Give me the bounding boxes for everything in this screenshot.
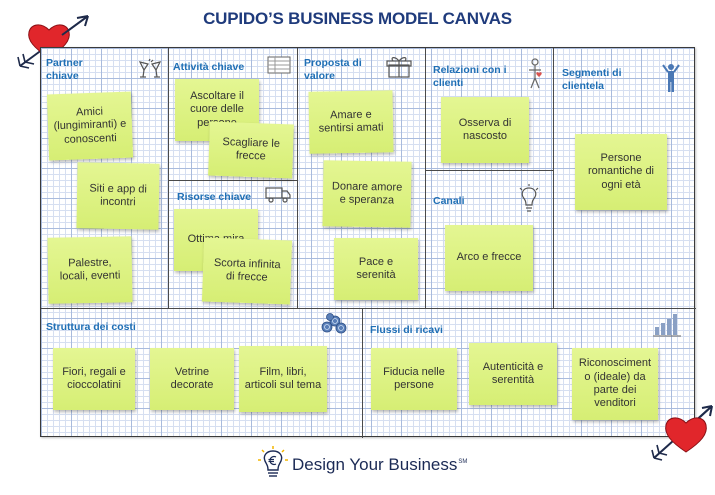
block-label-canali: Canali [433,195,465,207]
coins-icon [320,312,348,334]
block-label-proposta-di-valore: Proposta di valore [304,57,362,83]
sticky-note: Pace e serenità [334,238,418,300]
lightbulb-icon [518,184,540,214]
person-icon [661,63,681,93]
block-attivita-chiave: Attività chiave Ascoltare il cuore delle… [169,48,298,181]
page-title: CUPIDO’S BUSINESS MODEL CANVAS [203,9,512,28]
sticky-note: Amare e sentirsi amati [308,90,394,154]
block-flussi-di-ricavi: Flussi di ricavi Fiducia nelle persone A… [363,309,696,438]
sticky-note: Persone romantiche di ogni età [575,134,667,210]
block-label-segmenti-di-clientela: Segmenti di clientela [562,67,622,93]
cocktail-glasses-icon [137,58,163,80]
euro-lightbulb-icon [258,446,288,480]
sticky-note: Riconoscimento (ideale) da parte dei ven… [572,348,658,420]
block-risorse-chiave: Risorse chiave Ottima mira Scorta infini… [169,181,298,309]
sticky-note: Scorta infinita di frecce [201,237,293,305]
brand-name: Design Your BusinessSM [292,455,467,475]
block-label-risorse-chiave: Risorse chiave [177,191,252,203]
block-label-relazioni-con-i-clienti: Relazioni con i clienti [433,64,507,90]
person-with-heart-icon [526,58,544,90]
sticky-note: Film, libri, articoli sul tema [239,346,327,412]
checklist-icon [267,56,291,74]
sticky-note: Fiducia nelle persone [371,348,457,410]
sticky-note: Amici (lungimiranti) e conoscenti [46,91,134,161]
block-label-attivita-chiave: Attività chiave [173,61,245,73]
sticky-note: Vetrine decorate [150,348,234,410]
sticky-note: Osserva di nascosto [441,97,529,163]
sticky-note: Autenticità e serentità [469,343,557,405]
block-struttura-dei-costi: Struttura dei costi Fiori, regali e cioc… [41,309,363,438]
sticky-note: Siti e app di incontri [76,162,160,230]
sticky-note: Fiori, regali e cioccolatini [53,348,135,410]
block-relazioni-con-i-clienti: Relazioni con i clienti Osserva di nasco… [426,48,554,171]
brand-text: Design Your Business [292,455,458,474]
sticky-note: Donare amore e speranza [322,160,412,228]
heart-with-arrow-icon [651,405,713,461]
block-partner-chiave: Partner chiave Amici (lungimiranti) e co… [41,48,169,309]
gift-box-icon [386,55,412,79]
block-label-struttura-dei-costi: Struttura dei costi [46,321,136,333]
sticky-note: Palestre, locali, eventi [47,236,133,304]
canvas-board: Partner chiave Amici (lungimiranti) e co… [40,47,696,438]
block-label-flussi-di-ricavi: Flussi di ricavi [370,324,443,336]
block-canali: Canali Arco e frecce [426,171,554,309]
service-mark: SM [458,459,468,466]
delivery-truck-icon [265,186,291,203]
block-segmenti-di-clientela: Segmenti di clientela Persone romantiche… [554,48,696,309]
sticky-note: Arco e frecce [445,225,533,291]
bar-chart-icon [653,311,681,337]
block-proposta-di-valore: Proposta di valore Amare e sentirsi amat… [298,48,426,309]
sticky-note: Scagliare le frecce [208,121,294,179]
block-label-partner-chiave: Partner chiave [46,57,83,83]
